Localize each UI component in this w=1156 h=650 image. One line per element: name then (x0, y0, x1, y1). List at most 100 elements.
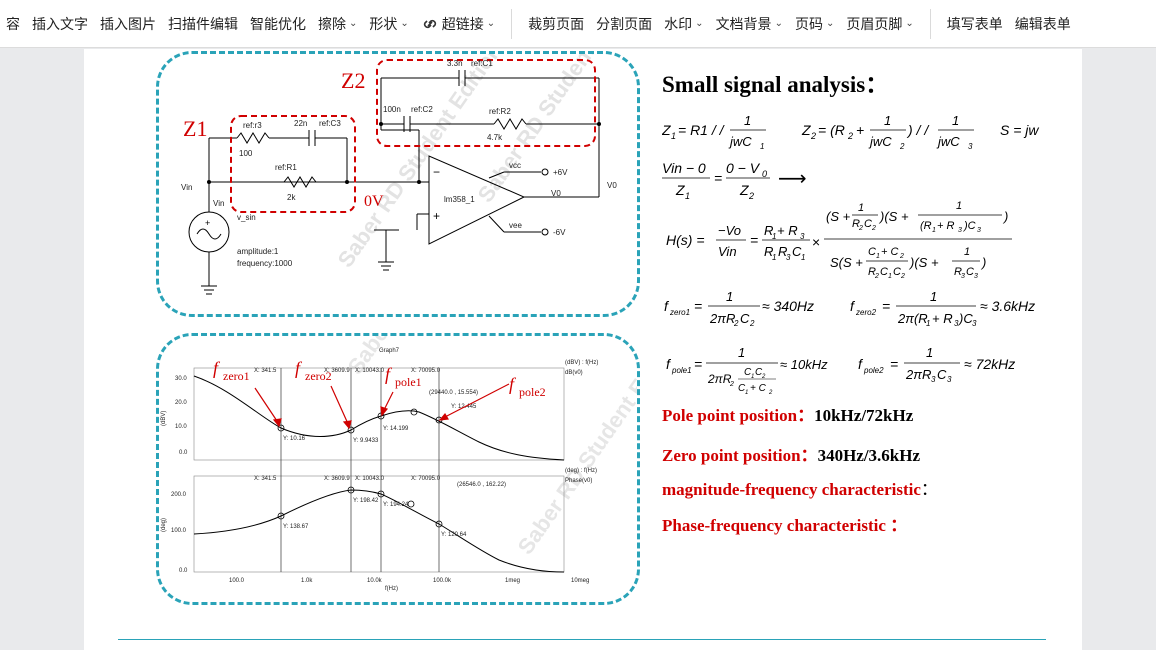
toolbar-item-label: 页码 (794, 15, 823, 32)
toolbar-item-hyperlink[interactable]: 超链接⌄ (415, 0, 501, 47)
c3-value: 22n (294, 119, 307, 128)
mag-ytick: 0.0 (179, 450, 188, 456)
phase-trace-label: Phase(v0) (565, 478, 592, 484)
frequency-label: frequency:1000 (237, 259, 293, 268)
toolbar-item-insert-image[interactable]: 插入图片 (94, 0, 162, 47)
x-tick: 1.0k (301, 578, 313, 584)
formula-text: 1 (760, 142, 764, 151)
formula-text: C (893, 266, 901, 278)
formula-text: ≈ 72kHz (964, 356, 1015, 372)
negative-supply-label: -6V (553, 228, 566, 237)
formula-text: R (852, 218, 860, 230)
formula-text: 2πR (905, 367, 931, 382)
formula-text: 1 (858, 202, 864, 214)
formula-text: 1 (772, 253, 776, 262)
fzero2-sub: zero2 (305, 369, 332, 383)
formula-text: 3 (977, 227, 981, 234)
toolbar-item-watermark[interactable]: 水印⌄ (658, 0, 709, 47)
toolbar-item-content[interactable]: 容 (0, 0, 26, 47)
vee-label: vee (509, 221, 522, 230)
phase-peak-label: (26546.0 , 162.22) (457, 482, 506, 488)
link-icon (423, 19, 436, 28)
toolbar-item-smart-optimize[interactable]: 智能优化 (244, 0, 312, 47)
formula-text: 0 − V (726, 160, 761, 176)
toolbar-item-label: 插入图片 (100, 15, 156, 32)
toolbar-item-page-number[interactable]: 页码⌄ (789, 0, 840, 47)
toolbar-item-erase[interactable]: 擦除⌄ (312, 0, 363, 47)
formula-text: 1 (744, 113, 751, 128)
toolbar-item-crop-page[interactable]: 裁剪页面 (522, 0, 590, 47)
formula-text: 1 (876, 253, 880, 260)
formula-text: 1 (932, 227, 936, 234)
toolbar-item-edit-form[interactable]: 编辑表单 (1009, 0, 1077, 47)
z2-highlight-box (376, 59, 596, 147)
toolbar-item-doc-background[interactable]: 文档背景⌄ (710, 0, 789, 47)
z1-highlight-box (230, 115, 356, 213)
toolbar-item-label: 超链接 (441, 15, 484, 32)
toolbar-item-label: 裁剪页面 (528, 15, 585, 32)
formula-text: 1 (751, 374, 754, 380)
arrow-icon: ⟶ (778, 168, 807, 190)
formula-text: 2 (761, 374, 766, 380)
formula-text: 2πR (709, 311, 735, 326)
toolbar-item-label: 扫描件编辑 (168, 15, 238, 32)
fpole1-sub: pole1 (395, 375, 422, 389)
formula-text: ) (980, 255, 986, 270)
toolbar-item-fill-form[interactable]: 填写表单 (941, 0, 1009, 47)
formula-text: Vin − 0 (662, 160, 706, 176)
formula-text: (S + (826, 209, 851, 224)
formula-text: + (856, 122, 864, 138)
formula-text: = (882, 298, 890, 314)
toolbar-item-split-page[interactable]: 分割页面 (590, 0, 658, 47)
formula-text: C (937, 367, 947, 382)
formula-text: C (738, 383, 746, 394)
formula-text: C (880, 266, 888, 278)
graph-title: Graph7 (379, 348, 400, 354)
toolbar-item-label: 页眉页脚 (846, 15, 903, 32)
v0-node-label: V0 (551, 189, 561, 198)
toolbar-item-shape[interactable]: 形状⌄ (363, 0, 414, 47)
toolbar-item-header-footer[interactable]: 页眉页脚⌄ (840, 0, 919, 47)
formula-text: 2 (810, 131, 816, 141)
fzero1-sub: zero1 (223, 369, 250, 383)
formula-text: 1 (926, 319, 930, 328)
formula-text: 2 (749, 319, 755, 328)
formula-text: Z (739, 182, 749, 198)
fpole2-label: f (509, 374, 517, 394)
formula-text: + R (777, 223, 798, 238)
phase-unit-label: (deg) : f(Hz) (565, 468, 597, 474)
vin-node-label: Vin (181, 183, 192, 192)
formula-text: R (868, 266, 876, 278)
toolbar-item-scan-edit[interactable]: 扫描件编辑 (162, 0, 244, 47)
formula-text: 2 (871, 225, 876, 232)
formula-text: ) (1002, 209, 1008, 224)
toolbar-divider (511, 8, 513, 39)
source-plus-sign: + (205, 218, 210, 228)
formula-text: ≈ 10kHz (780, 357, 828, 372)
formula-text: 3 (786, 253, 791, 262)
formula-text: ) / / (906, 122, 930, 138)
formula-text: S(S + (830, 255, 863, 270)
formula-text: = R1 / / (678, 122, 726, 138)
chevron-down-icon: ⌄ (905, 18, 914, 29)
formula-text: 1 (801, 253, 805, 262)
formula-text: 2 (899, 142, 905, 151)
formula-text: 3 (958, 227, 962, 234)
formula-text: 2 (847, 131, 853, 141)
formula-text: −Vo (718, 223, 741, 238)
formula-text: C (792, 244, 802, 259)
formula-text: )(S + (878, 209, 909, 224)
formula-text: 2 (858, 225, 863, 232)
z2-label: Z2 (341, 68, 365, 93)
formula-text: C (868, 246, 876, 258)
x-tick: 10.0k (367, 578, 383, 584)
toolbar-item-label: 水印 (664, 15, 693, 32)
vsin-label: v_sin (237, 213, 256, 222)
mag-ytick: 20.0 (175, 400, 187, 406)
formula-text: 1 (884, 113, 891, 128)
formula-text: 3 (968, 142, 973, 151)
toolbar-item-insert-text[interactable]: 插入文字 (26, 0, 94, 47)
marker-y: Y: 138.67 (283, 524, 309, 530)
formula-text: 1 (772, 232, 776, 241)
marker-x: X: 70095.0 (411, 476, 441, 482)
